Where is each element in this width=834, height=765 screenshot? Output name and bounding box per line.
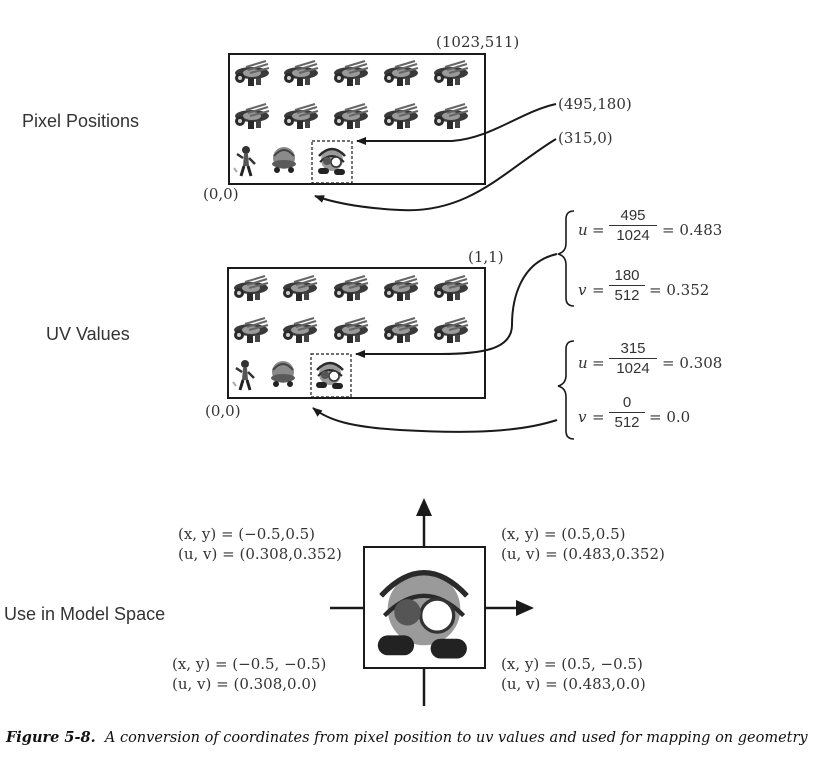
eq2-v-numerator: 0 bbox=[609, 394, 645, 413]
eq2-v-result: = 0.0 bbox=[649, 408, 691, 426]
callout-495-180: (495,180) bbox=[558, 95, 632, 113]
eq1-v-numerator: 180 bbox=[609, 267, 645, 286]
arrow-uv-bottom bbox=[312, 407, 558, 433]
label-pixel-positions: Pixel Positions bbox=[22, 111, 140, 131]
label-uv-values: UV Values bbox=[46, 324, 130, 344]
arrow-495-180 bbox=[356, 103, 557, 145]
label-model-space: Use in Model Space bbox=[4, 604, 166, 624]
figure-caption-label: Figure 5-8. bbox=[6, 729, 96, 746]
eq1-u-var: u bbox=[578, 221, 588, 239]
eq1-u-result: = 0.483 bbox=[662, 221, 723, 239]
figure-caption: Figure 5-8. A conversion of coordinates … bbox=[6, 729, 808, 746]
arrow-uv-top bbox=[355, 253, 558, 358]
eq2-u-result: = 0.308 bbox=[662, 354, 723, 372]
arrow-315-0 bbox=[314, 138, 557, 212]
corner-top-right-xy: (x, y) = (0.5,0.5) bbox=[501, 525, 626, 543]
eq2-u-denominator: 1024 bbox=[616, 360, 650, 377]
eq2-v-var: v bbox=[578, 408, 587, 426]
pixel-selection-box bbox=[311, 140, 353, 184]
corner-bottom-left-xy: (x, y) = (−0.5, −0.5) bbox=[172, 655, 327, 673]
eq1-v-result: = 0.352 bbox=[649, 281, 710, 299]
eq1-v-fraction: 180 512 bbox=[609, 267, 645, 304]
brace-top bbox=[557, 210, 575, 307]
x-axis-arrowhead bbox=[516, 600, 534, 616]
eq1-u-numerator: 495 bbox=[609, 207, 657, 226]
uv-top-right-coord: (1,1) bbox=[468, 248, 504, 266]
eq2-v-equals: = bbox=[592, 408, 605, 426]
uv-origin-coord: (0,0) bbox=[205, 402, 241, 420]
eq1-u-denominator: 1024 bbox=[616, 227, 650, 244]
corner-top-right-uv: (u, v) = (0.483,0.352) bbox=[501, 545, 665, 563]
corner-bottom-right-xy: (x, y) = (0.5, −0.5) bbox=[501, 655, 643, 673]
eq2-u-equals: = bbox=[592, 354, 605, 372]
eq2-u-var: u bbox=[578, 354, 588, 372]
corner-top-left-uv: (u, v) = (0.308,0.352) bbox=[178, 545, 342, 563]
eq2-v-denominator: 512 bbox=[614, 414, 640, 431]
model-ship-image bbox=[377, 570, 469, 659]
brace-bottom bbox=[557, 340, 575, 440]
pixel-origin-coord: (0,0) bbox=[203, 185, 239, 203]
eq1-v-denominator: 512 bbox=[614, 287, 640, 304]
callout-315-0: (315,0) bbox=[558, 129, 613, 147]
figure-caption-text: A conversion of coordinates from pixel p… bbox=[104, 730, 808, 746]
pixel-top-right-coord: (1023,511) bbox=[436, 33, 520, 51]
eq1-v-var: v bbox=[578, 281, 587, 299]
eq1-u-fraction: 495 1024 bbox=[609, 207, 657, 244]
corner-bottom-left-uv: (u, v) = (0.308,0.0) bbox=[172, 675, 317, 693]
y-axis-arrowhead bbox=[416, 498, 432, 516]
corner-bottom-right-uv: (u, v) = (0.483,0.0) bbox=[501, 675, 646, 693]
eq1-u-equals: = bbox=[592, 221, 605, 239]
uv-selection-box bbox=[310, 353, 352, 398]
corner-top-left-xy: (x, y) = (−0.5,0.5) bbox=[178, 525, 316, 543]
eq2-v-fraction: 0 512 bbox=[609, 394, 645, 431]
eq2-u-fraction: 315 1024 bbox=[609, 340, 657, 377]
eq2-u-numerator: 315 bbox=[609, 340, 657, 359]
eq1-v-equals: = bbox=[592, 281, 605, 299]
